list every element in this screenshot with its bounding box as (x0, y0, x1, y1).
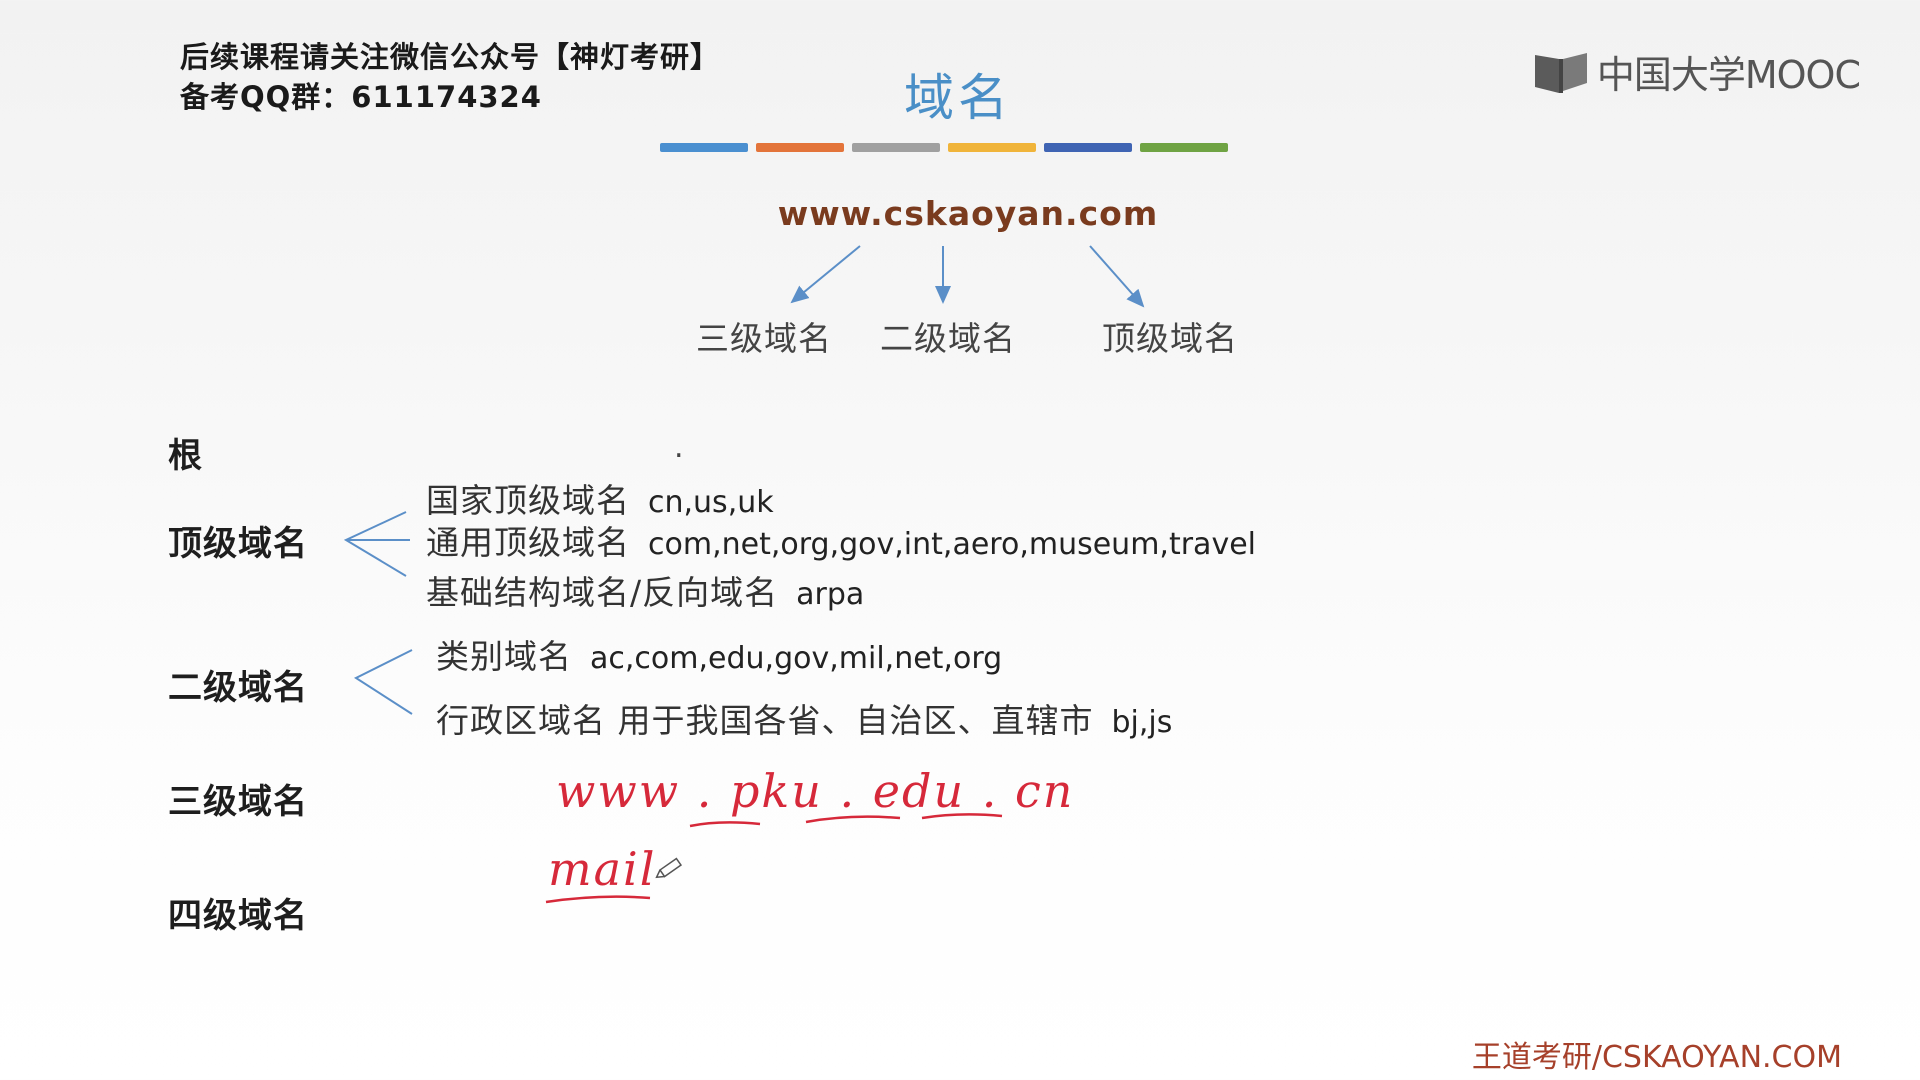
part-label-third: 三级域名 (696, 319, 832, 358)
notice-line-2: 备考QQ群：611174324 (180, 80, 542, 114)
root-dot: . (674, 430, 684, 465)
underline-pku (689, 821, 761, 828)
item-examples: cn,us,uk (648, 485, 774, 520)
level-second: 二级域名 (168, 668, 308, 708)
part-label-top: 顶级域名 (1102, 319, 1238, 358)
top-level-item: 通用顶级域名 com,net,org,gov,int,aero,museum,tr… (426, 516, 1256, 564)
second-level-item: 行政区域名 用于我国各省、自治区、直辖市 bj,js (436, 694, 1172, 742)
second-level-bracket (353, 649, 413, 715)
arrow-to-top (1089, 245, 1145, 308)
top-level-item: 基础结构域名/反向域名 arpa (426, 566, 864, 614)
color-bar (660, 143, 1228, 152)
item-examples: bj,js (1111, 705, 1173, 740)
color-bar-segment (948, 143, 1036, 152)
second-level-item: 类别域名 ac,com,edu,gov,mil,net,org (436, 630, 1002, 678)
book-icon (1534, 52, 1587, 93)
underline-edu (805, 815, 901, 824)
footer-brand: 王道考研/CSKAOYAN.COM (1471, 1040, 1842, 1075)
color-bar-segment (1140, 143, 1228, 152)
item-examples: com,net,org,gov,int,aero,museum,travel (648, 527, 1256, 562)
underline-mail (545, 895, 651, 904)
level-top: 顶级域名 (168, 524, 308, 564)
item-name: 类别域名 (436, 637, 572, 676)
item-examples: arpa (796, 577, 865, 612)
logo-text: 中国大学MOOC (1596, 53, 1861, 97)
item-name: 行政区域名 用于我国各省、自治区、直辖市 (436, 701, 1094, 740)
underline-cn (921, 813, 1003, 820)
color-bar-segment (852, 143, 940, 152)
notice-line-1: 后续课程请关注微信公众号【神灯考研】 (180, 40, 721, 74)
page-title: 域名 (904, 69, 1012, 127)
top-level-item: 国家顶级域名 cn,us,uk (426, 474, 774, 522)
handwriting-line-1: www . pku . edu . cn (556, 764, 1075, 818)
item-name: 基础结构域名/反向域名 (426, 573, 779, 612)
item-examples: ac,com,edu,gov,mil,net,org (590, 641, 1003, 676)
color-bar-segment (660, 143, 748, 152)
color-bar-segment (1044, 143, 1132, 152)
mooc-logo: 中国大学MOOC (1533, 44, 1861, 99)
color-bar-segment (756, 143, 844, 152)
level-fourth: 四级域名 (168, 896, 308, 936)
arrow-to-third (790, 245, 861, 304)
level-third: 三级域名 (168, 782, 308, 822)
item-name: 通用顶级域名 (426, 523, 630, 562)
handwriting-line-2: mail (548, 842, 657, 896)
level-root: 根 (168, 436, 203, 476)
example-url: www.cskaoyan.com (777, 194, 1159, 233)
pencil-icon (655, 857, 683, 879)
part-label-second: 二级域名 (880, 319, 1016, 358)
item-name: 国家顶级域名 (426, 481, 630, 520)
